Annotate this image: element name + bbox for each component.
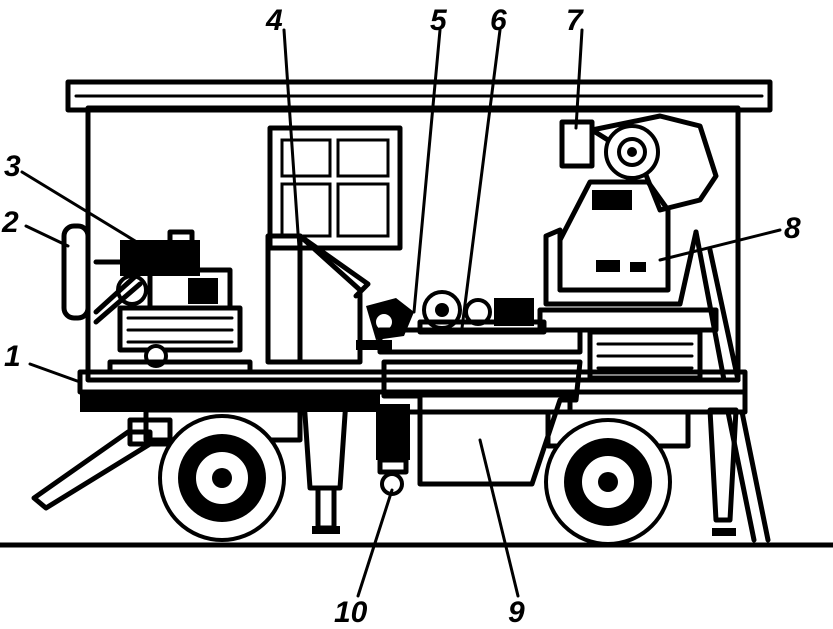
machine-tool — [537, 113, 741, 383]
leader-lines — [20, 28, 782, 598]
tool-box — [381, 359, 583, 487]
cabinet — [265, 233, 371, 365]
front-wheel — [143, 407, 303, 542]
callout-labels: 1 2 3 4 5 6 7 8 9 10 — [1, 4, 801, 629]
rear-wheel — [544, 409, 691, 546]
lower-stack — [587, 329, 703, 381]
compressor-unit — [93, 229, 253, 375]
callout-5: 5 — [430, 4, 448, 37]
callout-8: 8 — [784, 212, 801, 245]
workbench — [377, 290, 583, 355]
callout-3: 3 — [4, 150, 21, 183]
callout-9: 9 — [508, 596, 525, 629]
support-legs — [301, 397, 771, 543]
callout-10: 10 — [334, 596, 368, 629]
callout-4: 4 — [265, 4, 283, 37]
hydraulic-jack — [376, 404, 410, 496]
callout-6: 6 — [490, 4, 507, 37]
side-handle — [61, 223, 91, 321]
callout-7: 7 — [566, 4, 584, 37]
drawbar — [31, 417, 173, 511]
window — [267, 125, 403, 251]
vise-unit — [356, 298, 414, 350]
callout-2: 2 — [1, 206, 19, 239]
callout-1: 1 — [4, 340, 21, 373]
